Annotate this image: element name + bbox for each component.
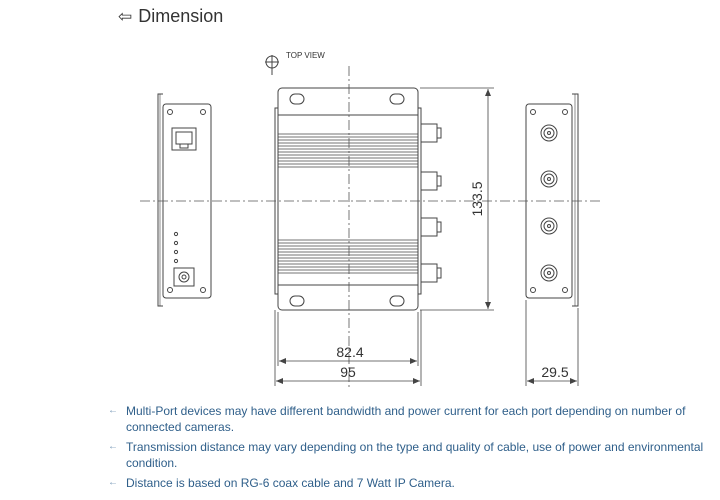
section-heading: ⇦ Dimension	[118, 4, 223, 28]
right-side-view	[525, 93, 579, 307]
depth-dimension-label: 29.5	[541, 364, 568, 380]
top-view	[274, 87, 442, 311]
height-dimension-label: 133.5	[469, 181, 485, 216]
depth-dimension	[525, 300, 579, 386]
list-item: ← Multi-Port devices may have different …	[108, 403, 708, 435]
center-lines	[140, 66, 600, 390]
bullet-arrow-icon: ←	[108, 405, 118, 416]
top-view-label: TOP VIEW	[286, 51, 325, 60]
inner-width-label: 82.4	[336, 344, 363, 360]
section-title: Dimension	[138, 5, 224, 26]
return-arrow-icon: ⇦	[118, 6, 133, 26]
note-text: Multi-Port devices may have different ba…	[126, 404, 686, 434]
outer-width-label: 95	[340, 364, 356, 380]
note-text: Transmission distance may vary depending…	[126, 440, 704, 470]
dimension-drawing: TOP VIEW 133.5	[140, 51, 600, 390]
left-side-view	[157, 93, 212, 307]
bullet-arrow-icon: ←	[108, 441, 118, 452]
bnc-connector-icon	[540, 264, 558, 282]
notes-list: ← Multi-Port devices may have different …	[108, 403, 708, 495]
note-text: Distance is based on RG-6 coax cable and…	[126, 476, 455, 490]
rj45-port-icon	[171, 127, 197, 151]
bullet-arrow-icon: ←	[108, 477, 118, 488]
width-dimensions	[274, 310, 422, 386]
bnc-connector-icon	[540, 124, 558, 142]
top-view-marker	[265, 55, 279, 75]
bnc-connector-icon	[540, 170, 558, 188]
height-dimension	[420, 87, 494, 311]
list-item: ← Transmission distance may vary dependi…	[108, 439, 708, 471]
list-item: ← Distance is based on RG-6 coax cable a…	[108, 475, 708, 491]
bnc-connector-icon	[540, 217, 558, 235]
dc-jack-icon	[173, 267, 195, 287]
